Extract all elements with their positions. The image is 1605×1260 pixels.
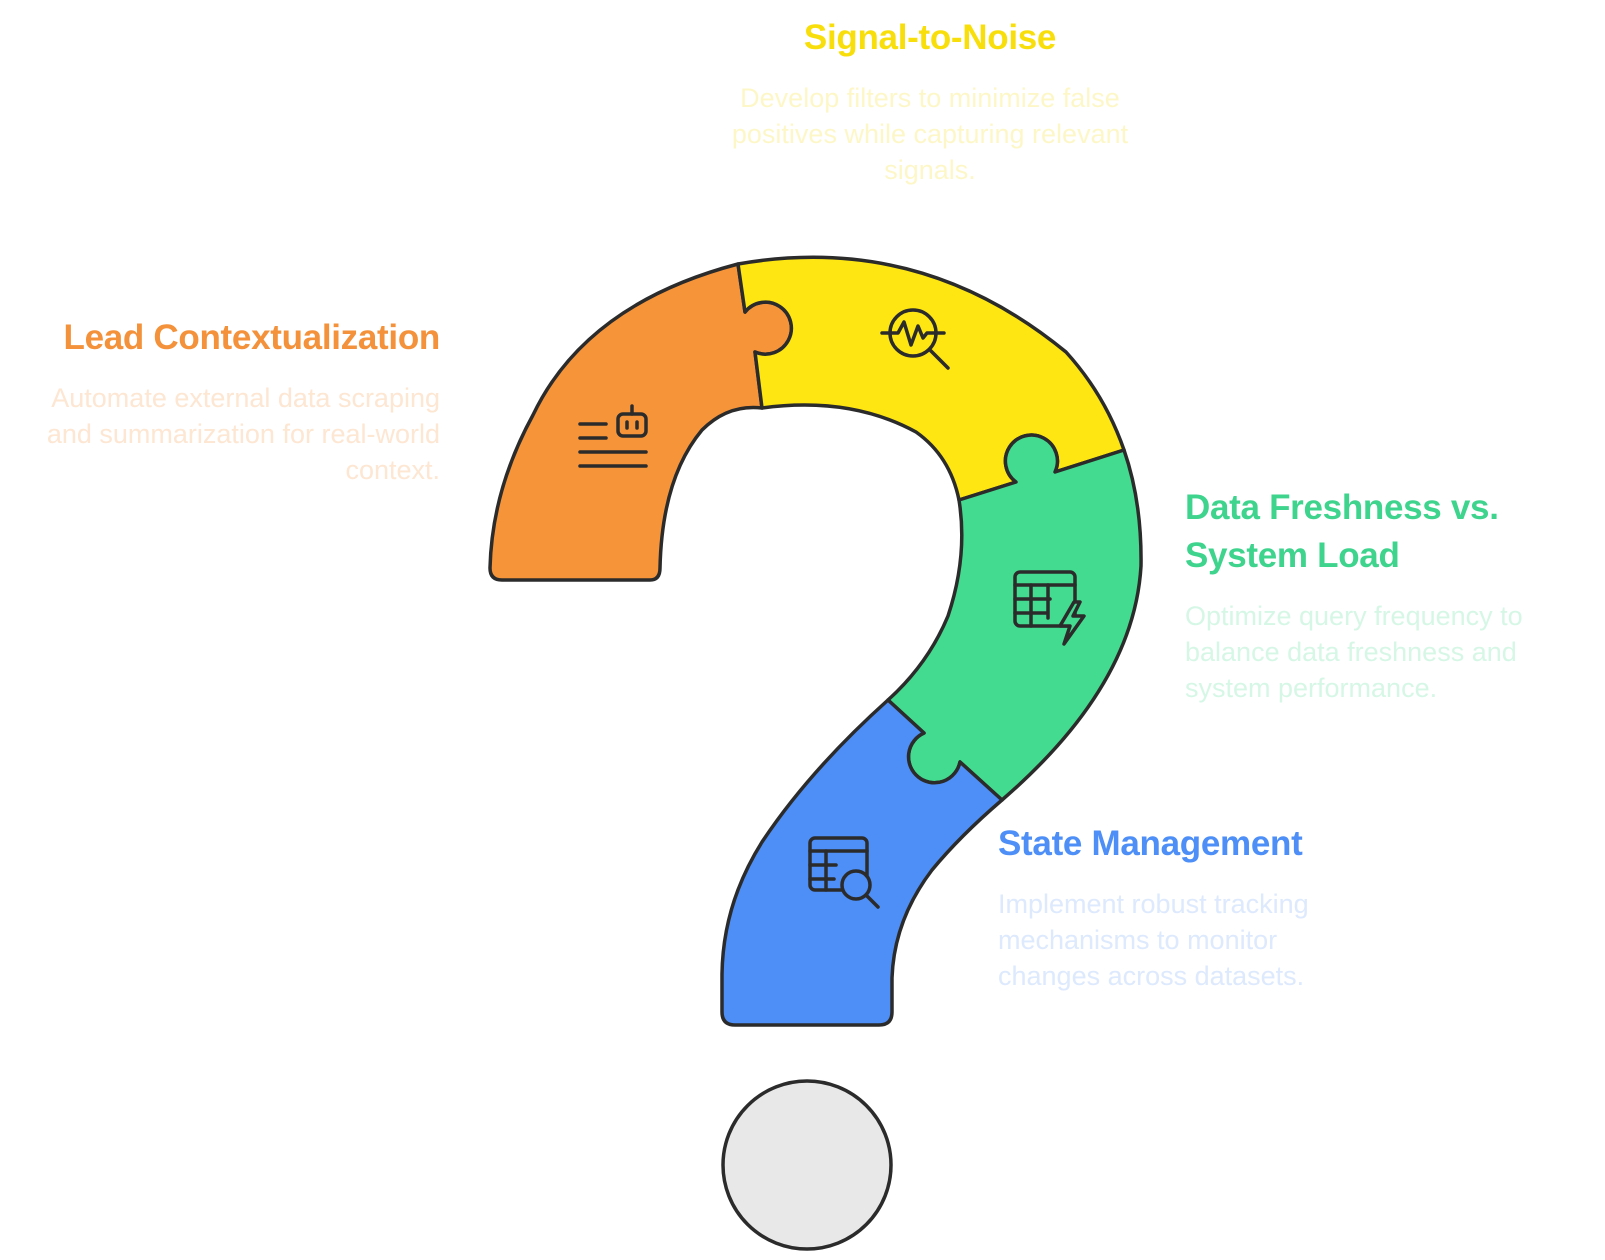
description-data-freshness: Optimize query frequency to balance data… <box>1185 601 1523 703</box>
title-lead-contextualization: Lead Contextualization <box>63 318 441 357</box>
label-data-freshness: Data Freshness vs. System Load Optimize … <box>1185 484 1585 706</box>
table-search-icon <box>808 836 880 909</box>
question-dot <box>721 1079 893 1251</box>
title-state-management: State Management <box>998 824 1303 863</box>
signal-search-icon <box>880 308 950 370</box>
title-signal-to-noise: Signal-to-Noise <box>803 18 1057 57</box>
label-lead-contextualization: Lead Contextualization Automate external… <box>20 314 440 488</box>
puzzle-piece-state <box>720 698 1004 1027</box>
description-state-management: Implement robust tracking mechanisms to … <box>998 889 1309 991</box>
label-signal-to-noise: Signal-to-Noise Develop filters to minim… <box>700 14 1160 188</box>
puzzle-piece-signal <box>736 255 1126 502</box>
table-lightning-icon <box>1013 570 1086 646</box>
label-state-management: State Management Implement robust tracki… <box>998 820 1378 994</box>
description-signal-to-noise: Develop filters to minimize false positi… <box>731 83 1129 185</box>
robot-document-icon <box>578 404 648 468</box>
description-lead-contextualization: Automate external data scraping and summ… <box>46 383 440 485</box>
title-data-freshness: Data Freshness vs. System Load <box>1185 488 1499 575</box>
